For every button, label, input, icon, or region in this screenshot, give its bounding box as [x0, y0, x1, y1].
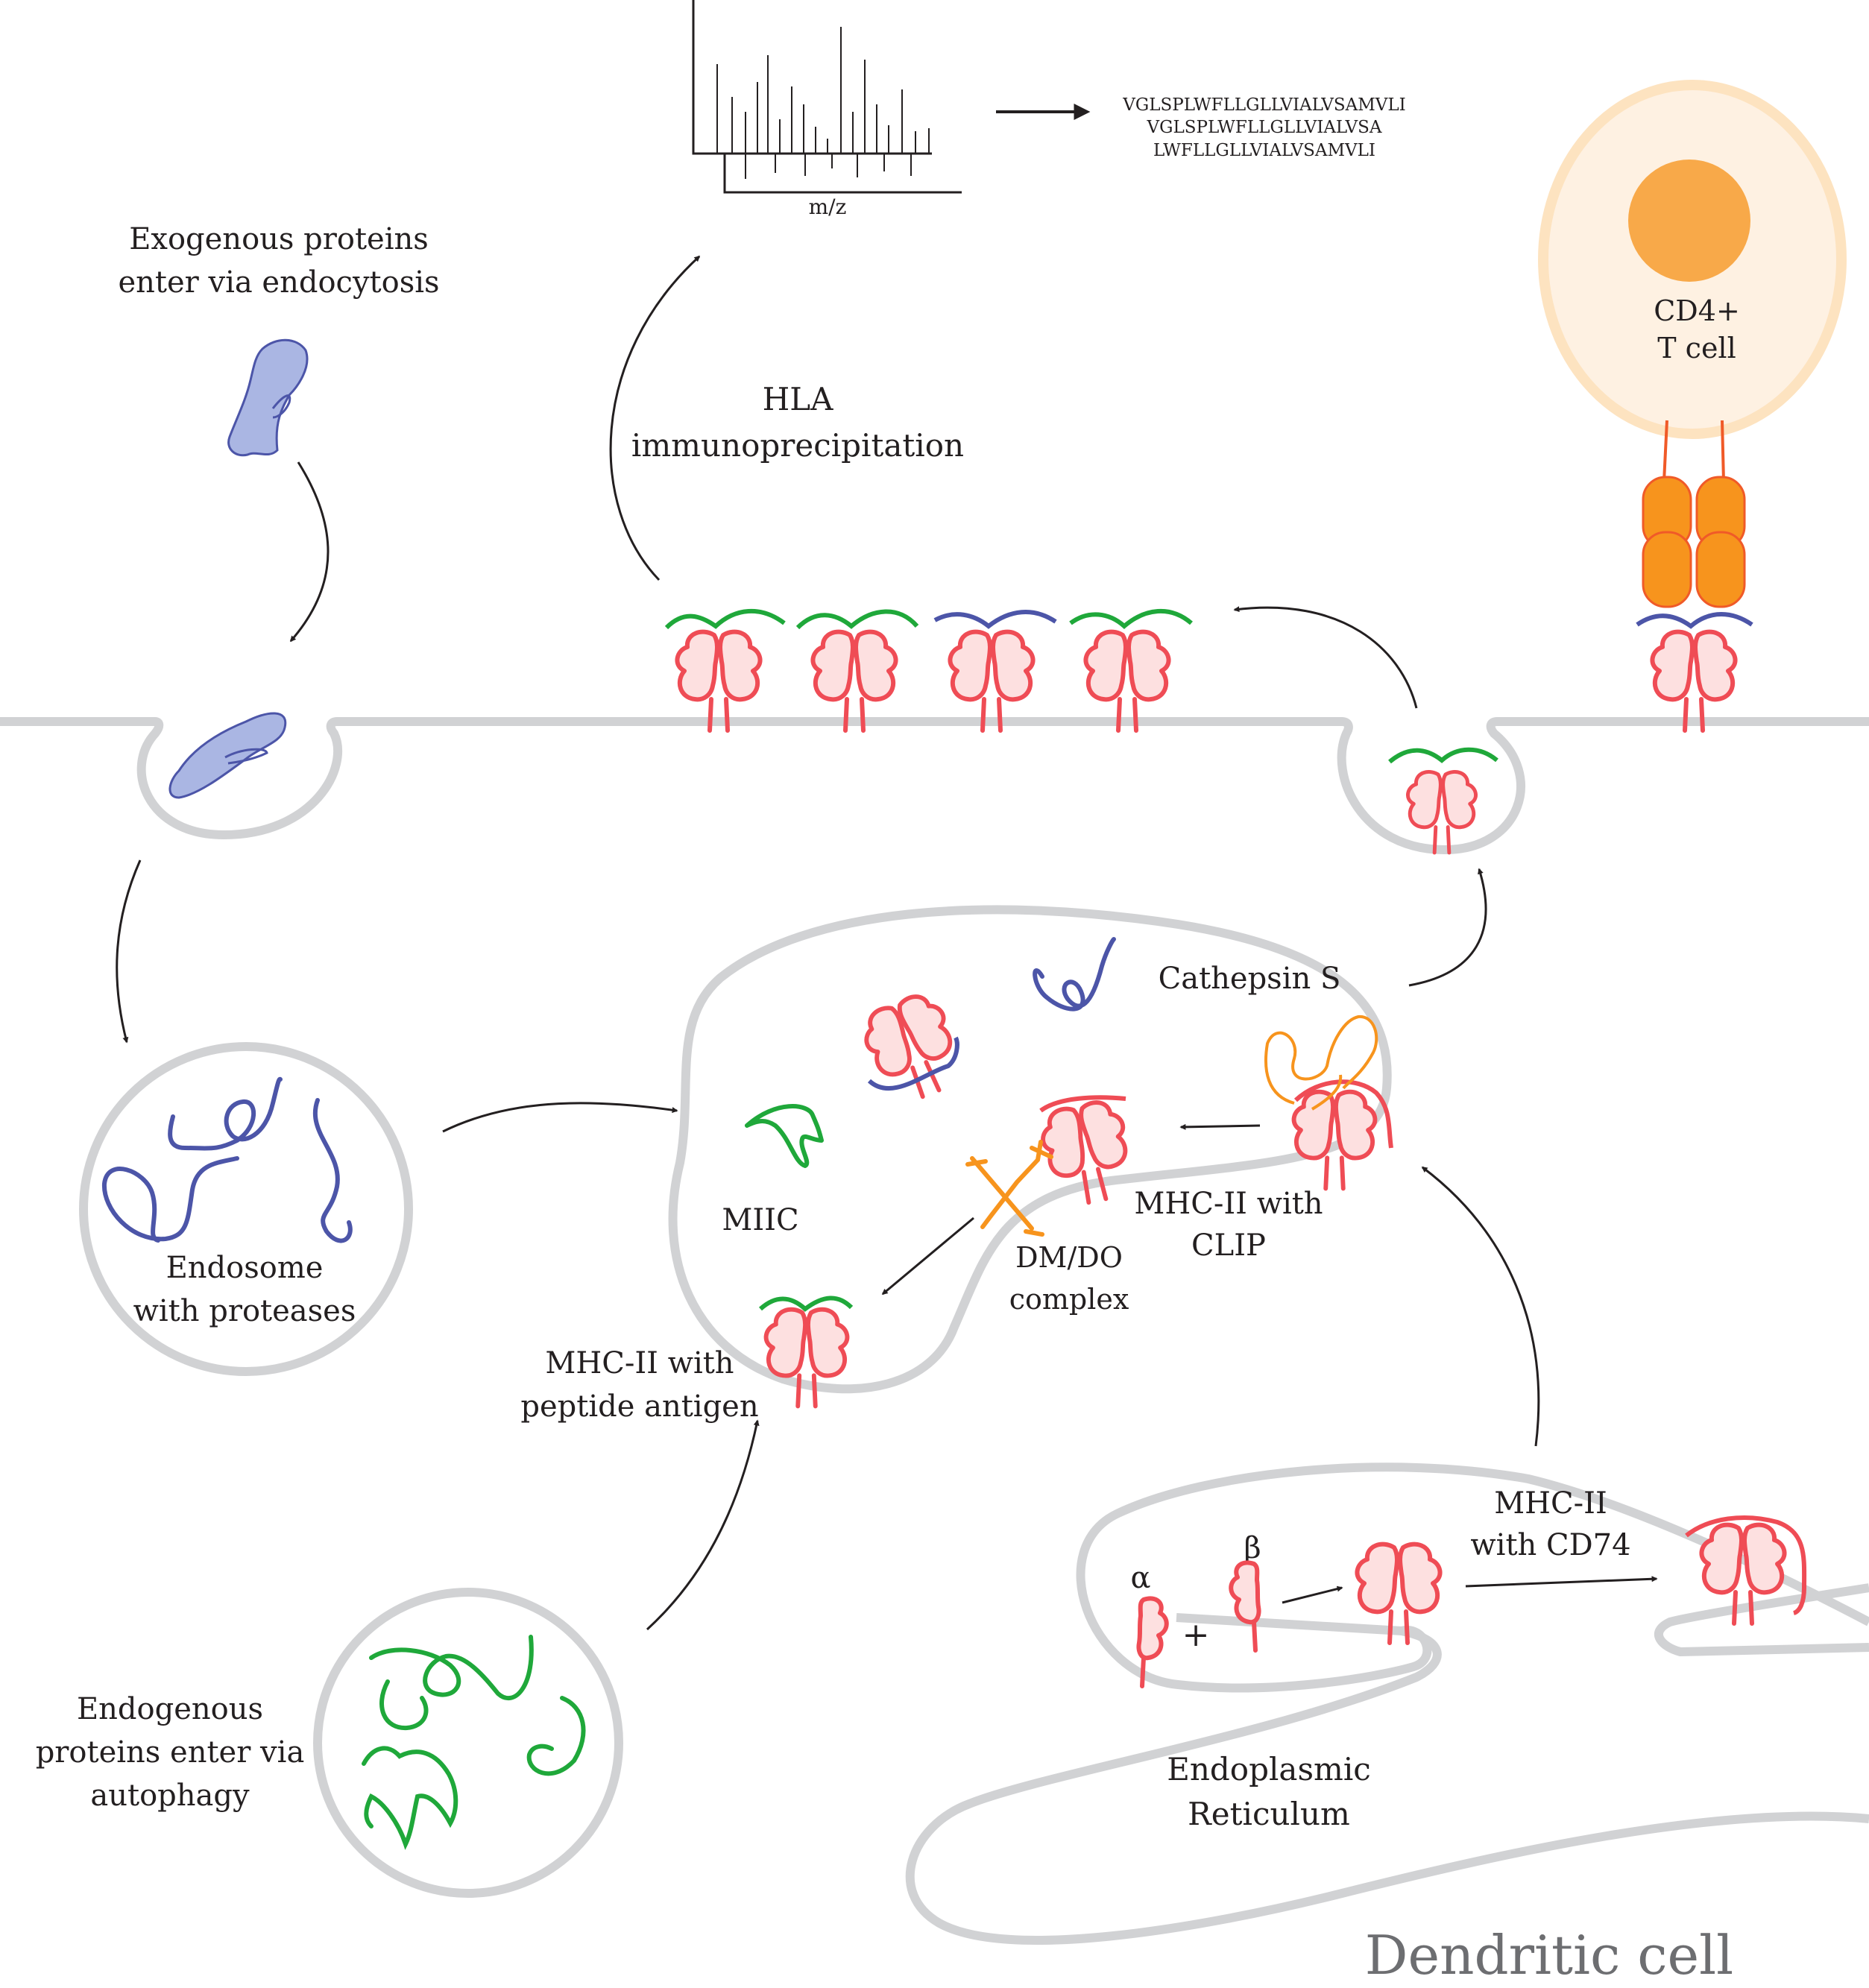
green-peptide-fragment-miic [745, 1104, 824, 1168]
endosome-protein-fragments [101, 1076, 353, 1243]
mz-axis-label: m/z [809, 195, 847, 219]
t-cell-receptor [1642, 420, 1746, 608]
er-upper-membrane [1076, 1462, 1869, 1693]
mhc-ii-cd74-miic [1294, 1092, 1375, 1189]
peptide-sequence-1: VGLSPLWFLLGLLVIALVSAMVLI [1122, 95, 1405, 115]
exogenous-protein-icon [227, 338, 309, 457]
endocytosis-arrow [289, 461, 330, 643]
endosome-label-line2: with proteases [133, 1294, 356, 1328]
hla-label-line2: immunoprecipitation [631, 427, 964, 464]
dmdo-exchange-arrow [881, 1217, 974, 1296]
hla-label-line1: HLA [763, 381, 834, 417]
alpha-label: α [1130, 1561, 1150, 1595]
peptide-sequence-2: VGLSPLWFLLGLLVIALVSA [1147, 118, 1382, 137]
clip-label-line1: MHC-II with [1134, 1187, 1323, 1221]
cd74-label-line1: MHC-II [1494, 1486, 1607, 1521]
mhc-ii-exocytic-vesicle [1408, 771, 1475, 853]
dendritic-cell-label: Dendritic cell [1365, 1924, 1733, 1987]
miic-compartment [668, 905, 1392, 1394]
er-inner-cisterna [1654, 1583, 1869, 1657]
dmdo-label-line1: DM/DO [1015, 1241, 1123, 1274]
blue-peptide-fragment [1033, 937, 1116, 1012]
dm-do-complex-icon [965, 1140, 1053, 1237]
surface-mhc-ii-2 [813, 632, 895, 730]
tcell-label-line2: T cell [1657, 332, 1736, 365]
peptide-sequence-3: LWFLLGLLVIALVSAMVLI [1153, 141, 1375, 160]
endosome-label-line1: Endosome [166, 1251, 324, 1285]
autophagosome-vesicle [313, 1588, 623, 1898]
beta-label: β [1244, 1531, 1261, 1565]
to-ms-arrow [609, 255, 701, 581]
peptide-antigen-label-line1: MHC-II with [545, 1346, 734, 1380]
dmdo-label-line2: complex [1009, 1283, 1129, 1316]
cathepsin-cleaving-icon [1264, 1014, 1378, 1111]
assembly-arrow [1282, 1585, 1343, 1604]
plus-label: + [1182, 1616, 1210, 1654]
mhc-beta-chain [1231, 1562, 1258, 1650]
surface-mhc-ii-1 [677, 632, 760, 730]
er-middle-membrane [905, 1626, 1869, 1945]
surface-mhc-ii-3 [950, 632, 1033, 730]
endosome-vesicle [79, 1042, 413, 1376]
er-label-line1: Endoplasmic [1167, 1751, 1371, 1787]
er-label-line2: Reticulum [1188, 1796, 1350, 1832]
cd74-binding-arrow [1465, 1576, 1658, 1588]
clip-label-line2: CLIP [1191, 1228, 1266, 1263]
miic-to-surface-arrow [1408, 868, 1487, 987]
cd4-t-cell: CD4+ T cell [1538, 80, 1847, 439]
mhc-alpha-chain [1139, 1598, 1167, 1686]
plasma-membrane [0, 717, 1869, 854]
tcell-label-line1: CD4+ [1654, 294, 1740, 327]
er-to-miic-arrow [1421, 1166, 1540, 1447]
exogenous-label-line2: enter via endocytosis [118, 265, 439, 300]
mass-spectrum: m/z [692, 0, 962, 219]
endogenous-label-line2: proteins enter via [36, 1735, 305, 1770]
endosome-to-miic-arrow [442, 1102, 678, 1133]
to-endosome-arrow [116, 859, 142, 1044]
surface-mhc-ii-4 [1085, 632, 1168, 730]
cathepsin-to-clip-arrow [1179, 1123, 1261, 1130]
cathepsin-label: Cathepsin S [1159, 962, 1341, 996]
endogenous-label-line1: Endogenous [77, 1692, 263, 1726]
miic-label: MIIC [722, 1203, 798, 1237]
mhc-ii-blue-peptide-miic [857, 988, 969, 1108]
endogenous-label-line3: autophagy [90, 1779, 250, 1813]
peptide-antigen-label-line2: peptide antigen [520, 1389, 758, 1424]
exogenous-label-line1: Exogenous proteins [129, 222, 429, 256]
autophagy-to-miic-arrow [646, 1419, 760, 1631]
cd74-label-line2: with CD74 [1470, 1528, 1630, 1562]
surface-mhc-ii-tcr-bound [1652, 632, 1735, 730]
t-cell-nucleus [1628, 160, 1750, 282]
to-surface-arrow [1233, 606, 1418, 709]
endogenous-protein-fragments [362, 1635, 586, 1850]
